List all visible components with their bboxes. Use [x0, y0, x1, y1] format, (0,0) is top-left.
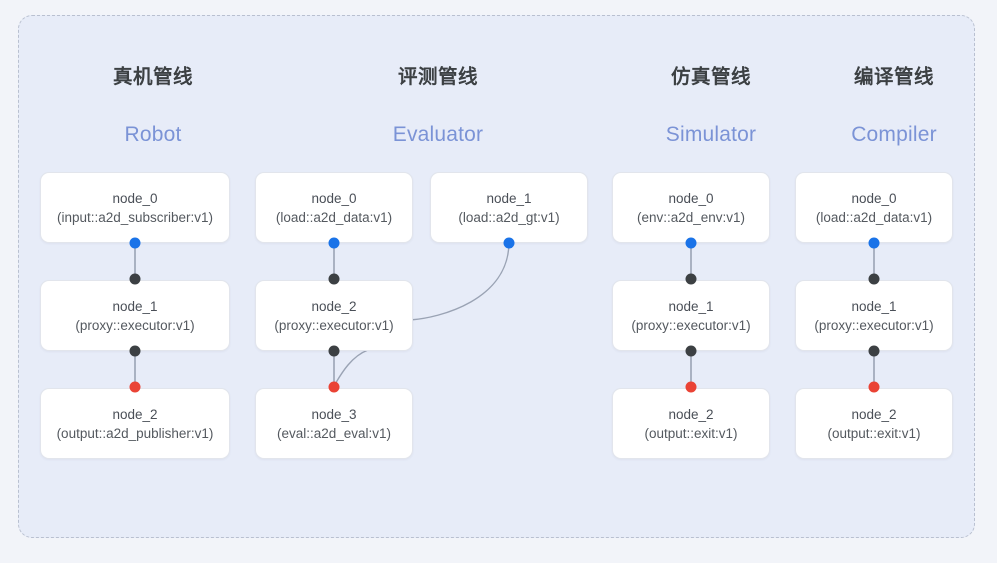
- node-robot-2[interactable]: node_2 (output::a2d_publisher:v1): [40, 388, 230, 459]
- column-title-en-evaluator: Evaluator: [392, 123, 484, 146]
- port-input-dot-evaluator-2[interactable]: [328, 273, 340, 285]
- node-compiler-1[interactable]: node_1 (proxy::executor:v1): [795, 280, 953, 351]
- column-compiler: 编译管线 Compiler: [776, 15, 997, 538]
- node-simulator-0[interactable]: node_0 (env::a2d_env:v1): [612, 172, 770, 243]
- node-spec: (proxy::executor:v1): [631, 317, 751, 333]
- port-input-dot-compiler-2[interactable]: [868, 381, 880, 393]
- node-name: node_0: [668, 190, 714, 206]
- node-spec: (output::exit:v1): [827, 425, 921, 441]
- node-compiler-2[interactable]: node_2 (output::exit:v1): [795, 388, 953, 459]
- node-spec: (env::a2d_env:v1): [636, 209, 746, 225]
- node-name: node_1: [112, 298, 158, 314]
- node-name: node_2: [668, 406, 714, 422]
- port-output-dot-evaluator-0[interactable]: [328, 237, 340, 249]
- port-input-dot-compiler-1[interactable]: [868, 273, 880, 285]
- column-header-area: 真机管线 Robot 评测管线 Evaluator 仿真管线 Simulator…: [18, 15, 975, 538]
- node-evaluator-gt[interactable]: node_1 (load::a2d_gt:v1): [430, 172, 588, 243]
- node-evaluator-3[interactable]: node_3 (eval::a2d_eval:v1): [255, 388, 413, 459]
- port-input-dot-simulator-1[interactable]: [685, 273, 697, 285]
- node-spec: (load::a2d_data:v1): [815, 209, 933, 225]
- port-input-dot-simulator-2[interactable]: [685, 381, 697, 393]
- node-spec: (eval::a2d_eval:v1): [276, 425, 392, 441]
- node-name: node_3: [311, 406, 357, 422]
- node-spec: (proxy::executor:v1): [274, 317, 394, 333]
- node-name: node_1: [486, 190, 532, 206]
- port-input-dot-robot-1[interactable]: [129, 273, 141, 285]
- column-robot: 真机管线 Robot: [35, 15, 271, 538]
- column-title-en-robot: Robot: [124, 123, 182, 146]
- node-name: node_2: [112, 406, 158, 422]
- node-name: node_0: [112, 190, 158, 206]
- column-title-en-compiler: Compiler: [851, 123, 937, 146]
- node-name: node_2: [311, 298, 357, 314]
- port-output-dot-evaluator-2[interactable]: [328, 345, 340, 357]
- port-output-dot-robot-1[interactable]: [129, 345, 141, 357]
- column-title-cn-simulator: 仿真管线: [670, 66, 751, 88]
- port-output-dot-compiler-1[interactable]: [868, 345, 880, 357]
- node-name: node_0: [311, 190, 357, 206]
- port-input-dot-robot-2[interactable]: [129, 381, 141, 393]
- port-output-dot-compiler-0[interactable]: [868, 237, 880, 249]
- column-simulator: 仿真管线 Simulator: [593, 15, 829, 538]
- column-title-cn-compiler: 编译管线: [853, 66, 934, 88]
- node-spec: (output::a2d_publisher:v1): [56, 425, 214, 441]
- node-name: node_2: [851, 406, 897, 422]
- node-spec: (proxy::executor:v1): [75, 317, 195, 333]
- node-spec: (input::a2d_subscriber:v1): [56, 209, 214, 225]
- node-evaluator-2[interactable]: node_2 (proxy::executor:v1): [255, 280, 413, 351]
- node-robot-0[interactable]: node_0 (input::a2d_subscriber:v1): [40, 172, 230, 243]
- node-spec: (output::exit:v1): [644, 425, 738, 441]
- node-name: node_1: [851, 298, 897, 314]
- node-name: node_1: [668, 298, 714, 314]
- column-title-cn-robot: 真机管线: [112, 66, 193, 88]
- node-spec: (load::a2d_gt:v1): [458, 209, 560, 225]
- node-robot-1[interactable]: node_1 (proxy::executor:v1): [40, 280, 230, 351]
- port-input-dot-evaluator-3[interactable]: [328, 381, 340, 393]
- port-output-dot-evaluator-gt[interactable]: [503, 237, 515, 249]
- column-title-en-simulator: Simulator: [665, 123, 757, 146]
- port-output-dot-simulator-1[interactable]: [685, 345, 697, 357]
- node-simulator-2[interactable]: node_2 (output::exit:v1): [612, 388, 770, 459]
- node-simulator-1[interactable]: node_1 (proxy::executor:v1): [612, 280, 770, 351]
- node-spec: (load::a2d_data:v1): [275, 209, 393, 225]
- column-evaluator: 评测管线 Evaluator: [303, 15, 573, 538]
- node-evaluator-0[interactable]: node_0 (load::a2d_data:v1): [255, 172, 413, 243]
- node-name: node_0: [851, 190, 897, 206]
- port-output-dot-simulator-0[interactable]: [685, 237, 697, 249]
- column-title-cn-evaluator: 评测管线: [397, 66, 478, 88]
- port-output-dot-robot-0[interactable]: [129, 237, 141, 249]
- node-spec: (proxy::executor:v1): [814, 317, 934, 333]
- node-compiler-0[interactable]: node_0 (load::a2d_data:v1): [795, 172, 953, 243]
